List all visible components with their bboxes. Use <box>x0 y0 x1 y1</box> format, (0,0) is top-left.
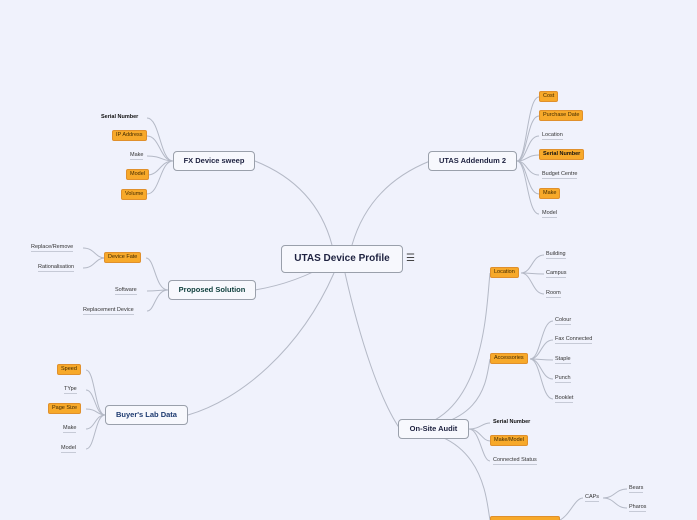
buyers-item-model[interactable]: Model <box>61 445 76 453</box>
audit-item-serial-number[interactable]: Serial Number <box>493 419 531 425</box>
topic-proposed-solution[interactable]: Proposed Solution <box>168 280 256 300</box>
topic-utas-addendum-2[interactable]: UTAS Addendum 2 <box>428 151 517 171</box>
fx-item-make[interactable]: Make <box>130 152 144 160</box>
buyers-item-type[interactable]: TYpe <box>64 386 77 394</box>
fx-item-serial-number[interactable]: Serial Number <box>101 114 139 120</box>
buyers-item-make[interactable]: Make <box>63 425 77 433</box>
location-item-campus[interactable]: Campus <box>546 270 567 278</box>
audit-item-make-model[interactable]: Make/Model <box>490 435 528 446</box>
accessory-item-staple[interactable]: Staple <box>555 356 571 364</box>
addendum-item-serial-number[interactable]: Serial Number <box>539 149 585 160</box>
topic-fx-device-sweep[interactable]: FX Device sweep <box>173 151 255 171</box>
accessory-item-booklet[interactable]: Booklet <box>555 395 574 403</box>
addendum-item-model[interactable]: Model <box>542 210 557 218</box>
root-topic[interactable]: UTAS Device Profile <box>281 245 403 273</box>
audit-item-connected-status[interactable]: Connected Status <box>493 457 537 465</box>
caps-item-bears[interactable]: Bears <box>629 485 644 493</box>
audit-item-cut-off[interactable] <box>490 516 560 520</box>
audit-item-location[interactable]: Location <box>490 267 519 278</box>
proposed-item-software[interactable]: Software <box>115 287 137 295</box>
location-item-building[interactable]: Building <box>546 251 566 259</box>
fate-item-replace-remove[interactable]: Replace/Remove <box>31 244 74 252</box>
addendum-item-location[interactable]: Location <box>542 132 563 140</box>
addendum-item-budget-centre[interactable]: Budget Centre <box>542 171 578 179</box>
buyers-item-page-size[interactable]: Page Size <box>48 403 82 414</box>
audit-item-accessories[interactable]: Accessories <box>490 353 528 364</box>
addendum-item-cost[interactable]: Cost <box>539 91 559 102</box>
location-item-room[interactable]: Room <box>546 290 561 298</box>
topic-buyers-lab-data[interactable]: Buyer's Lab Data <box>105 405 188 425</box>
buyers-item-speed[interactable]: Speed <box>57 364 81 375</box>
addendum-item-make[interactable]: Make <box>539 188 561 199</box>
fx-item-volume[interactable]: Volume <box>121 189 148 200</box>
fx-item-model[interactable]: Model <box>126 169 149 180</box>
fate-item-rationalisation[interactable]: Rationalisation <box>38 264 75 272</box>
caps-item-pharos[interactable]: Pharos <box>629 504 647 512</box>
menu-icon[interactable]: ☰ <box>406 253 415 264</box>
proposed-item-replacement-device[interactable]: Replacement Device <box>83 307 134 315</box>
accessory-item-punch[interactable]: Punch <box>555 375 571 383</box>
audit-item-caps[interactable]: CAPs <box>585 494 600 502</box>
accessory-item-colour[interactable]: Colour <box>555 317 572 325</box>
topic-on-site-audit[interactable]: On-Site Audit <box>398 419 469 439</box>
accessory-item-fax-connected[interactable]: Fax Connected <box>555 336 593 344</box>
addendum-item-purchase-date[interactable]: Purchase Date <box>539 110 584 121</box>
fx-item-ip-address[interactable]: IP Address <box>112 130 147 141</box>
proposed-item-device-fate[interactable]: Device Fate <box>104 252 142 263</box>
